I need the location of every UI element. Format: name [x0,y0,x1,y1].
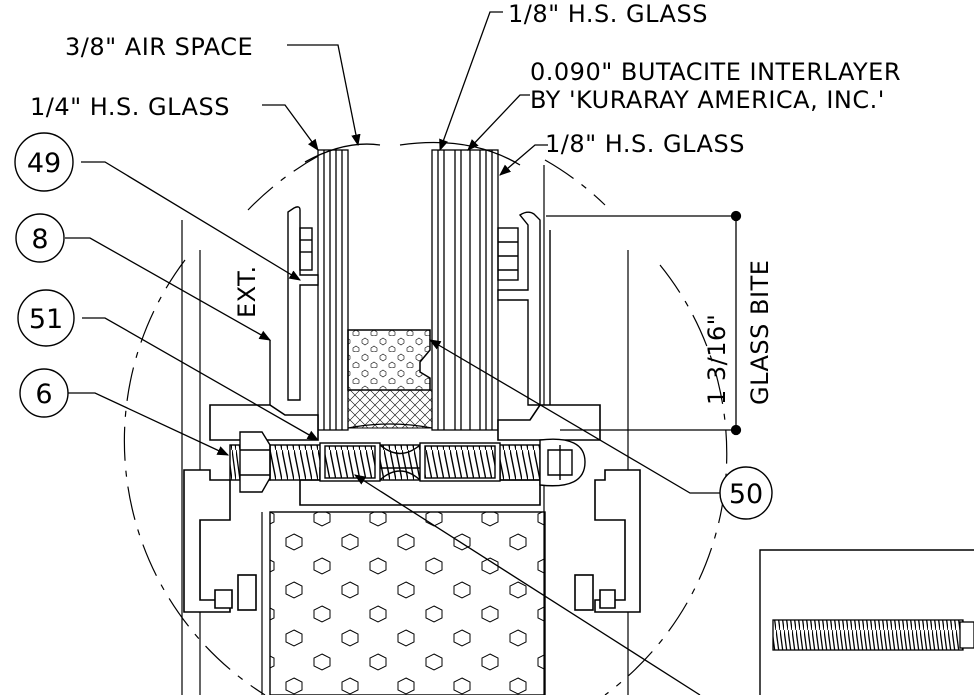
label-interlayer-line2: BY 'KURARAY AMERICA, INC.' [530,86,885,114]
label-quarter-hs-glass: 1/4" H.S. GLASS [30,93,230,121]
label-interlayer-line1: 0.090" BUTACITE INTERLAYER [530,58,901,86]
svg-text:50: 50 [729,479,763,510]
label-eighth-hs-glass-top: 1/8" H.S. GLASS [508,0,708,28]
callout-6: 6 [19,368,69,418]
glazing-pocket [269,206,551,406]
inset-bolt-detail [759,549,974,695]
spacer-block [347,329,433,429]
label-glass-bite: GLASS BITE [746,260,774,405]
label-dimension: 1 3/16" [703,314,731,405]
callout-49: 49 [14,132,74,192]
svg-text:51: 51 [29,304,63,335]
label-air-space: 3/8" AIR SPACE [65,33,253,61]
callout-51: 51 [17,289,75,347]
svg-text:49: 49 [27,148,61,179]
label-eighth-hs-glass-bottom: 1/8" H.S. GLASS [545,130,745,158]
leader-lines [65,11,720,696]
svg-text:6: 6 [35,379,52,410]
svg-text:8: 8 [31,224,48,255]
glass-bite-dimension [546,210,742,436]
bolt-assembly [229,431,586,493]
callout-8: 8 [15,213,65,263]
callout-50: 50 [719,466,773,520]
label-exterior: EXT. [233,265,261,318]
insulation-core [269,511,546,696]
glass-break-line [304,141,521,166]
